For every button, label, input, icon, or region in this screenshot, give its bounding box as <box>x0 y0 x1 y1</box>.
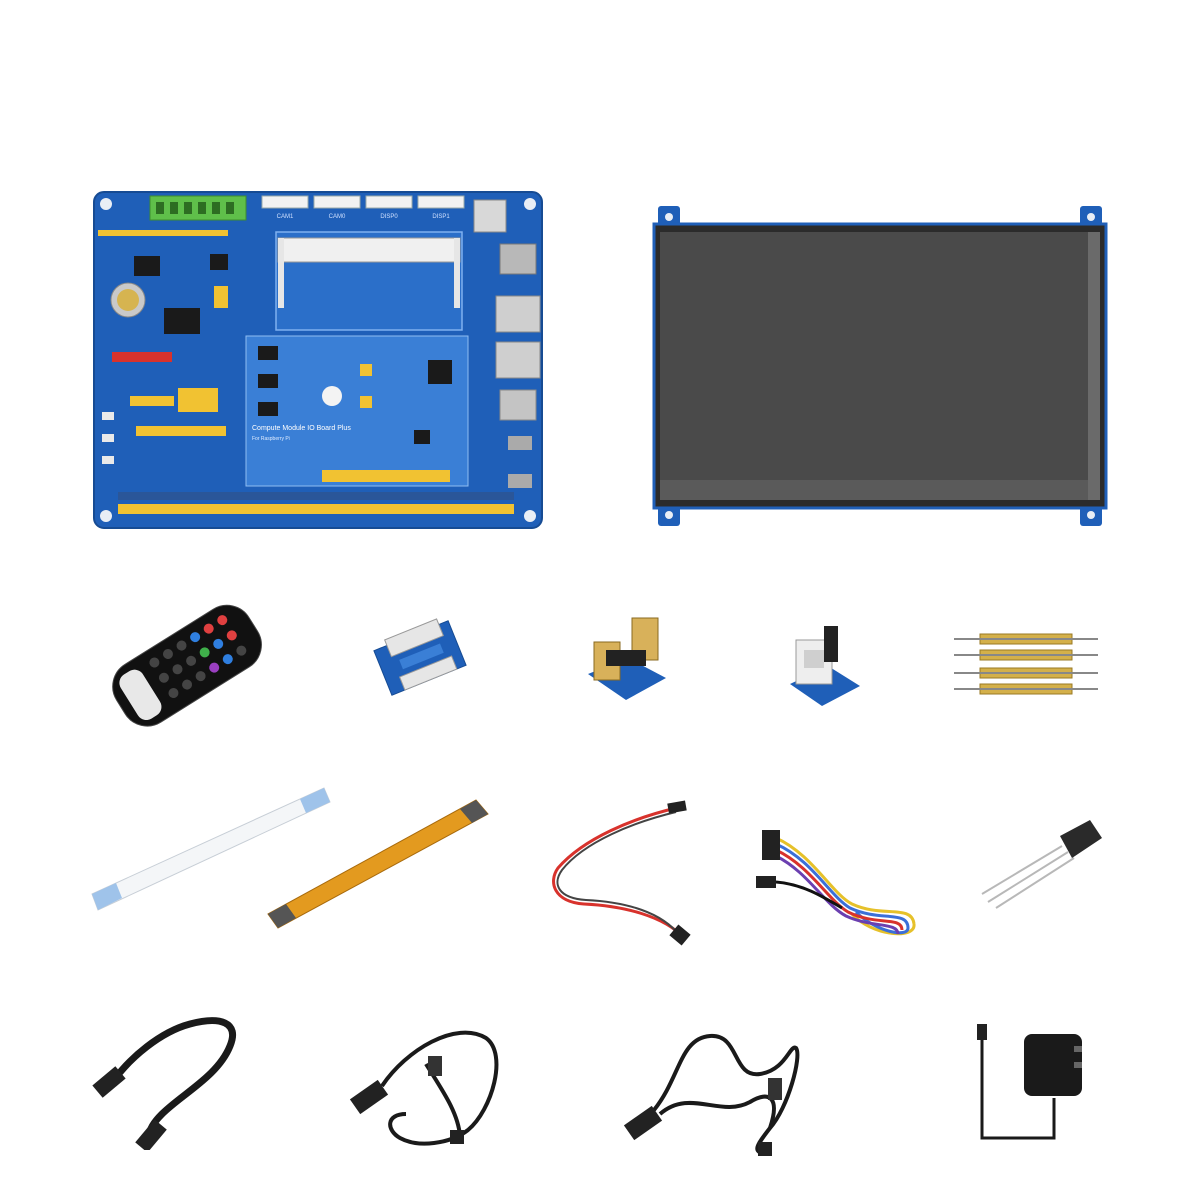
board-subtitle: For Raspberry Pi <box>252 436 290 442</box>
port-label-disp1: DISP1 <box>432 214 450 220</box>
io-board: CAM1 CAM0 DISP0 DISP1 <box>92 190 544 530</box>
port-label-disp0: DISP0 <box>380 214 398 220</box>
ir-remote <box>104 594 268 734</box>
hdmi-adapter-a <box>582 608 672 708</box>
lcd-display <box>652 204 1110 528</box>
jumper-wire-red <box>544 798 694 948</box>
pin-headers <box>950 628 1102 702</box>
temperature-sensor <box>976 816 1104 912</box>
port-label-cam1: CAM1 <box>277 214 294 220</box>
ffc-cable-orange <box>262 796 494 932</box>
usb-cable-ferrite <box>620 1018 804 1160</box>
hdmi-adapter-b <box>780 620 864 712</box>
board-title: Compute Module IO Board Plus <box>252 425 351 432</box>
fpc-adapter <box>370 608 470 708</box>
port-label-cam0: CAM0 <box>329 214 346 220</box>
jumper-wires-multi <box>752 824 920 944</box>
hdmi-cable <box>90 1002 250 1150</box>
power-adapter <box>968 1018 1088 1150</box>
usb-cable-dual <box>346 1010 508 1150</box>
ffc-cable-white <box>88 782 332 922</box>
